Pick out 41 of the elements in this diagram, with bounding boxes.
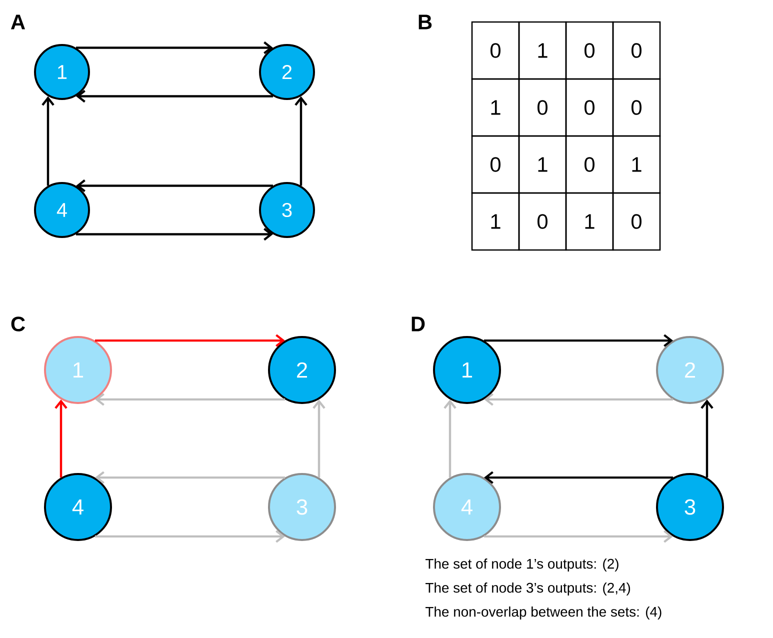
arrow (54, 399, 68, 478)
panel-letter: B (418, 14, 432, 30)
note-text: The set of node 1’s outputs: (2) (426, 558, 618, 572)
arrow (42, 96, 54, 186)
matrix-cell: 0 (471, 135, 520, 194)
arrow (76, 41, 273, 54)
matrix-cell: 0 (612, 78, 661, 137)
arrow (95, 334, 285, 347)
matrix-cell: 1 (471, 192, 520, 251)
matrix-cell: 1 (612, 135, 661, 194)
matrix-cell: 0 (518, 78, 567, 137)
panel-letter: C (11, 316, 25, 332)
matrix-cell: 0 (565, 78, 614, 137)
note-text: The non-overlap between the sets: (4) (426, 606, 662, 620)
arrow (312, 399, 326, 478)
arrow (95, 471, 285, 484)
matrix-cell: 0 (612, 21, 661, 80)
matrix-cell: 0 (565, 21, 614, 80)
matrix-cell: 1 (518, 21, 567, 80)
matrix-cell: 1 (471, 78, 520, 137)
panel-letter: D (412, 316, 425, 332)
arrow (484, 334, 674, 347)
matrix-cell: 0 (471, 21, 520, 80)
matrix-cell: 0 (518, 192, 567, 251)
matrix-cell: 0 (612, 192, 661, 251)
matrix-cell: 0 (565, 135, 614, 194)
arrow (484, 471, 673, 484)
note-text: The set of node 3’s outputs: (2,4) (426, 582, 630, 596)
arrow (484, 530, 674, 543)
arrow (484, 393, 673, 406)
arrow (76, 179, 273, 192)
arrow (95, 530, 285, 543)
arrow (76, 90, 273, 103)
arrow (76, 228, 273, 241)
panel-letter: A (10, 14, 25, 30)
matrix-cell: 1 (565, 192, 614, 251)
arrow (700, 399, 714, 478)
arrow (294, 96, 308, 186)
matrix-cell: 1 (518, 135, 567, 194)
arrow (95, 393, 285, 406)
arrow (444, 399, 456, 478)
